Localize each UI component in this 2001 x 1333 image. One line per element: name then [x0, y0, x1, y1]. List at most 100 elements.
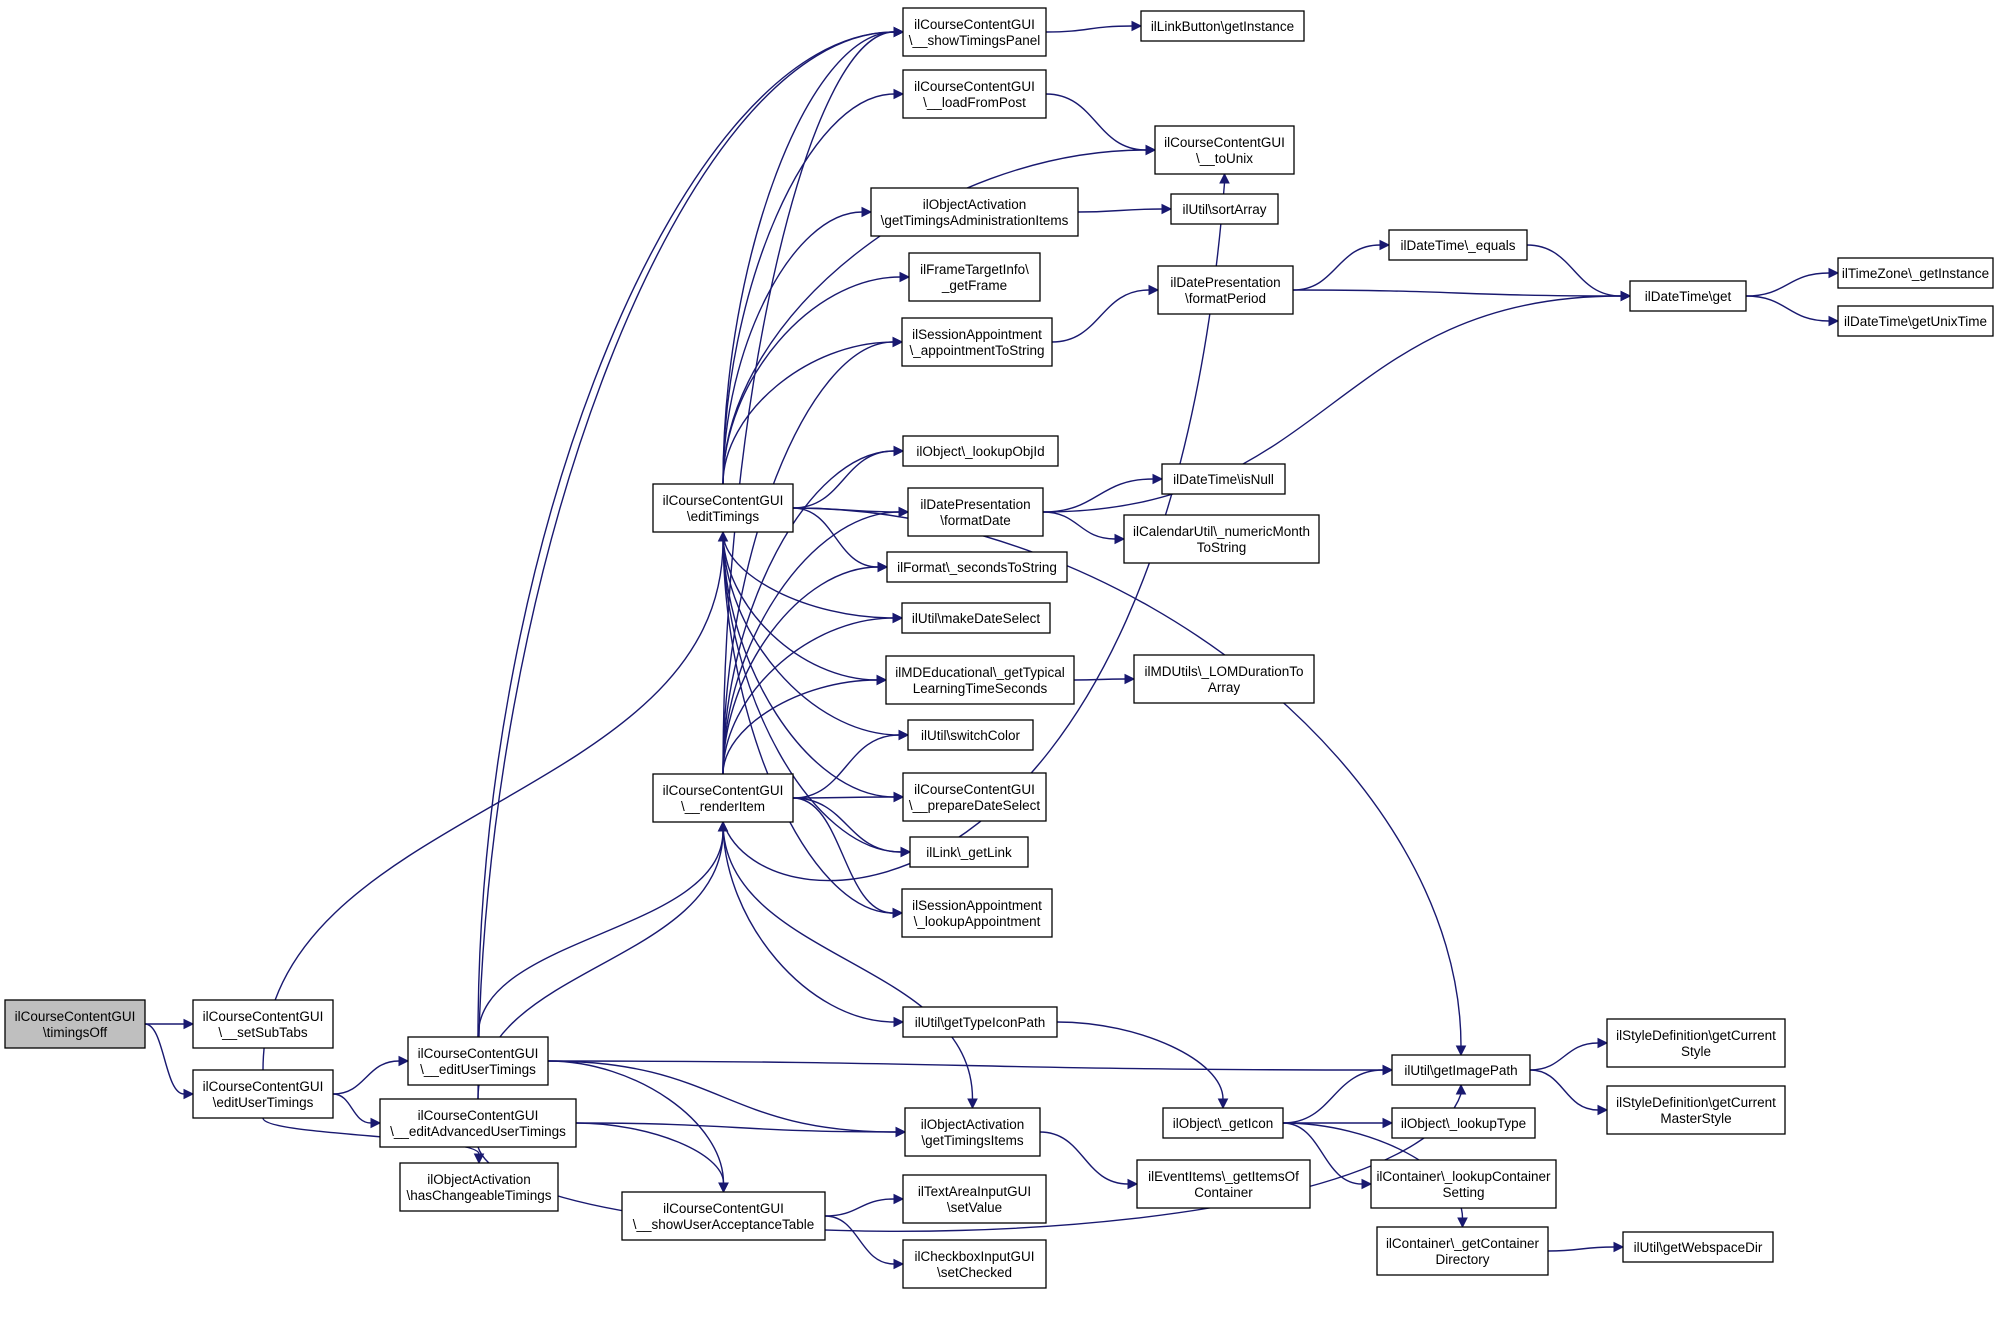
node-box[interactable]	[379, 1098, 577, 1148]
edge-getImagePath-to-styleMaster	[1529, 1069, 1609, 1116]
node-box[interactable]	[902, 435, 1059, 467]
node-box[interactable]	[192, 999, 334, 1049]
node-loadFromPost[interactable]: ilCourseContentGUI\__loadFromPost	[902, 69, 1047, 119]
node-getFrame[interactable]: ilFrameTargetInfo\_getFrame	[908, 252, 1041, 302]
node-box[interactable]	[1606, 1018, 1786, 1068]
node-box[interactable]	[901, 602, 1051, 634]
node-box[interactable]	[1157, 265, 1294, 315]
node-textSetValue[interactable]: ilTextAreaInputGUI\setValue	[902, 1174, 1047, 1224]
edge-line	[1745, 295, 1830, 322]
node-box[interactable]	[902, 1174, 1047, 1224]
node-box[interactable]	[902, 1006, 1058, 1038]
node-box[interactable]	[1161, 463, 1286, 495]
node-box[interactable]	[1837, 257, 1994, 289]
node-editAdvanced[interactable]: ilCourseContentGUI\__editAdvancedUserTim…	[379, 1098, 577, 1148]
node-tzGetInstance[interactable]: ilTimeZone\_getInstance	[1837, 257, 1994, 289]
node-box[interactable]	[652, 483, 794, 533]
node-getTimingsItems[interactable]: ilObjectActivation\getTimingsItems	[904, 1107, 1041, 1157]
node-box[interactable]	[909, 836, 1029, 868]
node-box[interactable]	[407, 1036, 549, 1086]
node-checkSetChecked[interactable]: ilCheckboxInputGUI\setChecked	[902, 1239, 1047, 1289]
node-formatDate[interactable]: ilDatePresentation\formatDate	[907, 487, 1044, 537]
node-box[interactable]	[1388, 229, 1528, 261]
node-showTimingsPanel[interactable]: ilCourseContentGUI\__showTimingsPanel	[902, 7, 1047, 57]
node-box[interactable]	[1391, 1054, 1531, 1086]
node-secondsToString[interactable]: ilFormat\_secondsToString	[886, 551, 1068, 583]
node-label-line: \__showUserAcceptanceTable	[633, 1217, 815, 1232]
node-getUnixTime[interactable]: ilDateTime\getUnixTime	[1837, 305, 1994, 337]
node-box[interactable]	[1170, 193, 1279, 225]
node-lookupAppointment[interactable]: ilSessionAppointment\_lookupAppointment	[901, 888, 1053, 938]
node-box[interactable]	[1133, 654, 1315, 704]
node-box[interactable]	[399, 1162, 559, 1212]
node-box[interactable]	[192, 1069, 334, 1119]
node-getLink[interactable]: ilLink\_getLink	[909, 836, 1029, 868]
node-box[interactable]	[901, 888, 1053, 938]
node-root[interactable]: ilCourseContentGUI\timingsOff	[4, 999, 146, 1049]
node-lookupType[interactable]: ilObject\_lookupType	[1391, 1107, 1536, 1139]
node-formatPeriod[interactable]: ilDatePresentation\formatPeriod	[1157, 265, 1294, 315]
node-getTypical[interactable]: ilMDEducational\_getTypicalLearningTimeS…	[885, 655, 1075, 705]
node-box[interactable]	[1376, 1226, 1549, 1276]
node-box[interactable]	[1606, 1085, 1786, 1135]
node-box[interactable]	[901, 317, 1053, 367]
node-box[interactable]	[1622, 1231, 1774, 1263]
node-box[interactable]	[1162, 1107, 1284, 1139]
node-box[interactable]	[1140, 10, 1305, 42]
node-getTypeIconPath[interactable]: ilUtil\getTypeIconPath	[902, 1006, 1058, 1038]
node-box[interactable]	[902, 69, 1047, 119]
node-getTimingsAdmin[interactable]: ilObjectActivation\getTimingsAdministrat…	[870, 187, 1079, 237]
node-toUnix[interactable]: ilCourseContentGUI\__toUnix	[1154, 125, 1295, 175]
node-box[interactable]	[902, 772, 1047, 822]
edge-line	[1282, 1122, 1363, 1185]
node-box[interactable]	[886, 551, 1068, 583]
node-box[interactable]	[904, 1107, 1041, 1157]
node-webspaceDir[interactable]: ilUtil\getWebspaceDir	[1622, 1231, 1774, 1263]
node-makeDateSelect[interactable]: ilUtil\makeDateSelect	[901, 602, 1051, 634]
node-box[interactable]	[4, 999, 146, 1049]
node-isNull[interactable]: ilDateTime\isNull	[1161, 463, 1286, 495]
node-lookupObjId[interactable]: ilObject\_lookupObjId	[902, 435, 1059, 467]
node-showUserAcceptance[interactable]: ilCourseContentGUI\__showUserAcceptanceT…	[621, 1191, 826, 1241]
node-box[interactable]	[1629, 280, 1747, 312]
node-getImagePath[interactable]: ilUtil\getImagePath	[1391, 1054, 1531, 1086]
node-prepareDateSelect[interactable]: ilCourseContentGUI\__prepareDateSelect	[902, 772, 1047, 822]
node-box[interactable]	[908, 252, 1041, 302]
node-getIcon[interactable]: ilObject\_getIcon	[1162, 1107, 1284, 1139]
node-dtGet[interactable]: ilDateTime\get	[1629, 280, 1747, 312]
node-box[interactable]	[1837, 305, 1994, 337]
node-box[interactable]	[1154, 125, 1295, 175]
node-box[interactable]	[1370, 1159, 1557, 1209]
node-_editUserTimings[interactable]: ilCourseContentGUI\__editUserTimings	[407, 1036, 549, 1086]
node-switchColor[interactable]: ilUtil\switchColor	[907, 719, 1034, 751]
node-appointmentToString[interactable]: ilSessionAppointment\_appointmentToStrin…	[901, 317, 1053, 367]
node-box[interactable]	[621, 1191, 826, 1241]
node-label-line: ilCourseContentGUI	[418, 1046, 539, 1061]
node-dtEquals[interactable]: ilDateTime\_equals	[1388, 229, 1528, 261]
node-box[interactable]	[907, 487, 1044, 537]
node-box[interactable]	[902, 7, 1047, 57]
node-renderItem[interactable]: ilCourseContentGUI\__renderItem	[652, 773, 794, 823]
node-linkButton[interactable]: ilLinkButton\getInstance	[1140, 10, 1305, 42]
node-label-line: ilCourseContentGUI	[203, 1009, 324, 1024]
node-box[interactable]	[902, 1239, 1047, 1289]
node-box[interactable]	[1136, 1159, 1311, 1209]
node-box[interactable]	[870, 187, 1079, 237]
node-box[interactable]	[907, 719, 1034, 751]
node-hasChangeable[interactable]: ilObjectActivation\hasChangeableTimings	[399, 1162, 559, 1212]
node-box[interactable]	[885, 655, 1075, 705]
node-box[interactable]	[652, 773, 794, 823]
node-box[interactable]	[1123, 514, 1320, 564]
node-sortArray[interactable]: ilUtil\sortArray	[1170, 193, 1279, 225]
node-box[interactable]	[1391, 1107, 1536, 1139]
node-setSubTabs[interactable]: ilCourseContentGUI\__setSubTabs	[192, 999, 334, 1049]
node-editTimings[interactable]: ilCourseContentGUI\editTimings	[652, 483, 794, 533]
node-editUserTimings[interactable]: ilCourseContentGUI\editUserTimings	[192, 1069, 334, 1119]
